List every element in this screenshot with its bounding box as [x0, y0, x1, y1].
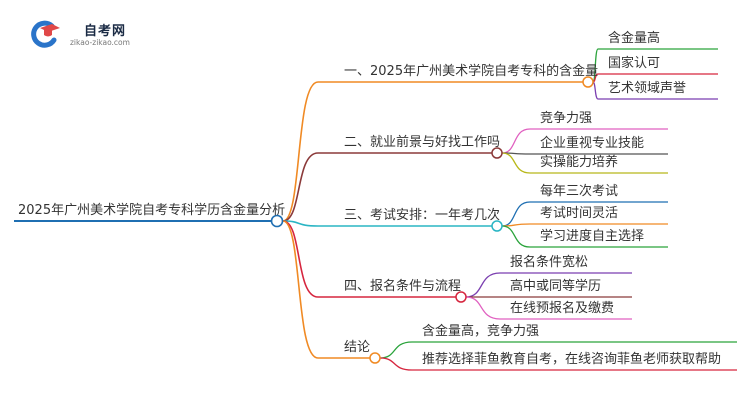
branch-connector [282, 220, 319, 359]
leaf-connector [592, 81, 599, 100]
branch-topic[interactable]: 三、考试安排：一年考几次 [344, 208, 501, 223]
root-topic[interactable]: 2025年广州美术学院自考专科学历含金量分析 [18, 203, 286, 218]
branch-topic[interactable]: 四、报名条件与流程 [344, 279, 462, 294]
leaf-topic[interactable]: 学习进度自主选择 [540, 229, 645, 244]
leaf-topic[interactable]: 在线预报名及缴费 [510, 301, 615, 316]
logo-title: 自考网 [84, 24, 127, 39]
branch-node-circle [491, 220, 503, 232]
leaf-topic[interactable]: 国家认可 [608, 56, 661, 71]
branch-node-circle [582, 76, 594, 88]
logo-subtitle: zikao-zikao.com [70, 38, 130, 47]
leaf-connector [379, 341, 413, 359]
branch-topic[interactable]: 结论 [344, 340, 371, 355]
leaf-topic[interactable]: 企业重视专业技能 [540, 136, 645, 151]
leaf-topic[interactable]: 报名条件宽松 [510, 255, 589, 270]
branch-connector [282, 152, 319, 222]
leaf-topic[interactable]: 推荐选择菲鱼教育自考，在线咨询菲鱼老师获取帮助 [422, 352, 722, 367]
leaf-connector [465, 296, 501, 320]
leaf-connector [501, 225, 531, 248]
leaf-connector [501, 201, 531, 227]
leaf-connector [501, 128, 531, 154]
leaf-topic[interactable]: 含金量高，竞争力强 [422, 324, 540, 339]
leaf-topic[interactable]: 竞争力强 [540, 111, 593, 126]
branch-connector [282, 220, 319, 298]
branch-topic[interactable]: 二、就业前景与好找工作吗 [344, 135, 501, 150]
branch-node-circle [455, 291, 467, 303]
branch-node-circle [369, 352, 381, 364]
leaf-topic[interactable]: 每年三次考试 [540, 184, 619, 199]
leaf-topic[interactable]: 实操能力培养 [540, 155, 619, 170]
branch-connector [282, 220, 319, 227]
site-logo[interactable]: 自考网 zikao-zikao.com [30, 16, 150, 52]
branch-node-circle [491, 147, 503, 159]
root-node-circle [270, 214, 284, 228]
leaf-connector [501, 152, 531, 174]
leaf-topic[interactable]: 高中或同等学历 [510, 279, 602, 294]
graduation-cap-c-icon [31, 20, 60, 48]
leaf-topic[interactable]: 含金量高 [608, 31, 661, 46]
branch-connector [282, 81, 319, 222]
leaf-connector [465, 272, 501, 298]
leaf-topic[interactable]: 考试时间灵活 [540, 206, 619, 221]
branch-topic[interactable]: 一、2025年广州美术学院自考专科的含金量 [344, 64, 599, 79]
leaf-topic[interactable]: 艺术领域声誉 [608, 81, 687, 96]
leaf-connector [379, 357, 413, 371]
